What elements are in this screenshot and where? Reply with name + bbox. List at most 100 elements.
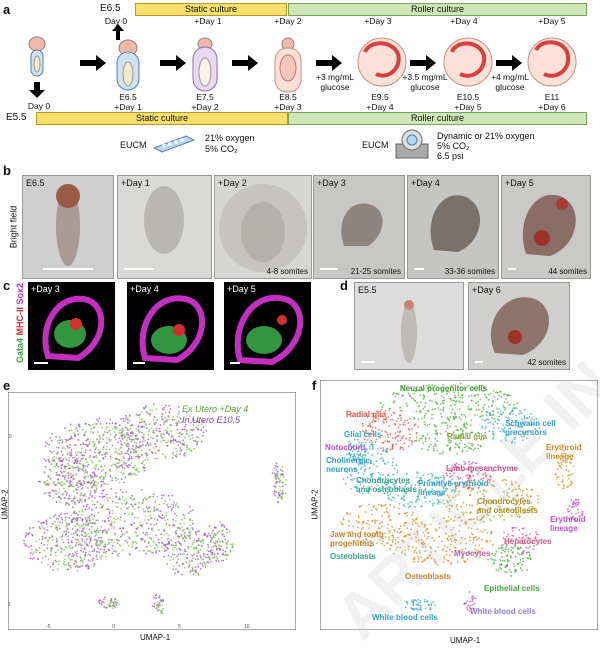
umap-point bbox=[364, 461, 367, 464]
umap-point bbox=[120, 434, 122, 437]
bright-field-side-label: Bright field bbox=[8, 205, 19, 249]
umap-point bbox=[416, 499, 418, 501]
umap-point bbox=[439, 452, 441, 455]
umap-point bbox=[120, 452, 123, 455]
umap-point bbox=[477, 444, 479, 446]
umap-point bbox=[464, 521, 467, 524]
umap-point bbox=[348, 452, 351, 455]
umap-point bbox=[83, 465, 85, 468]
umap-point bbox=[54, 520, 56, 523]
umap-point bbox=[415, 410, 418, 413]
umap-point bbox=[505, 483, 508, 486]
umap-point bbox=[459, 382, 462, 385]
umap-point bbox=[183, 528, 185, 531]
umap-point bbox=[65, 532, 68, 534]
umap-point bbox=[281, 490, 284, 492]
umap-point bbox=[529, 533, 531, 536]
umap-point bbox=[374, 441, 377, 444]
umap-point bbox=[458, 530, 461, 532]
umap-point bbox=[419, 411, 422, 414]
fluorescence-panel: +Day 4 bbox=[127, 282, 214, 370]
umap-point bbox=[108, 497, 111, 499]
umap-point bbox=[177, 413, 180, 415]
umap-point bbox=[384, 410, 387, 412]
umap-point bbox=[417, 555, 419, 558]
umap-point bbox=[161, 609, 164, 612]
umap-point bbox=[495, 501, 498, 503]
umap-point bbox=[498, 415, 501, 418]
umap-point bbox=[76, 430, 79, 432]
umap-point bbox=[482, 418, 484, 421]
umap-point bbox=[58, 441, 61, 444]
umap-point bbox=[64, 427, 66, 429]
umap-point bbox=[489, 507, 492, 510]
umap-point bbox=[164, 417, 167, 419]
umap-point bbox=[555, 473, 557, 476]
umap-point bbox=[574, 519, 577, 521]
umap-e-ylabel: UMAP-2 bbox=[0, 489, 10, 520]
umap-point bbox=[492, 480, 495, 482]
umap-point bbox=[466, 474, 469, 476]
umap-point bbox=[163, 533, 165, 536]
umap-point bbox=[57, 518, 60, 520]
umap-point bbox=[581, 514, 583, 517]
umap-point bbox=[75, 473, 77, 476]
umap-point bbox=[371, 454, 373, 456]
umap-point bbox=[448, 510, 451, 513]
scale-bar bbox=[508, 268, 516, 270]
umap-point bbox=[384, 536, 387, 538]
umap-point bbox=[507, 419, 510, 422]
umap-point bbox=[523, 417, 526, 419]
umap-point bbox=[433, 558, 436, 561]
umap-point bbox=[388, 440, 391, 443]
umap-point bbox=[77, 482, 79, 484]
umap-point bbox=[578, 515, 581, 518]
umap-point bbox=[466, 432, 469, 435]
umap-point bbox=[179, 447, 182, 449]
umap-point bbox=[465, 482, 468, 485]
umap-point bbox=[39, 551, 41, 554]
umap-point bbox=[420, 609, 423, 611]
umap-point bbox=[482, 406, 485, 408]
umap-point bbox=[468, 610, 471, 612]
umap-point bbox=[421, 505, 423, 507]
umap-point bbox=[51, 433, 53, 435]
umap-point bbox=[79, 516, 82, 519]
umap-point bbox=[178, 542, 181, 545]
umap-point bbox=[412, 558, 415, 561]
umap-point bbox=[463, 482, 466, 484]
umap-point bbox=[528, 416, 531, 419]
umap-point bbox=[69, 564, 71, 567]
umap-point bbox=[346, 511, 348, 514]
umap-point bbox=[225, 558, 228, 560]
umap-point bbox=[425, 412, 427, 415]
umap-point bbox=[428, 604, 430, 606]
umap-point bbox=[47, 558, 50, 560]
umap-point bbox=[43, 458, 46, 461]
umap-point bbox=[97, 420, 100, 422]
umap-point bbox=[572, 503, 575, 506]
umap-point bbox=[502, 424, 504, 426]
umap-point bbox=[123, 463, 125, 465]
umap-point bbox=[163, 439, 166, 442]
umap-point bbox=[70, 480, 72, 483]
umap-point bbox=[364, 441, 367, 444]
umap-point bbox=[87, 553, 90, 556]
umap-point bbox=[381, 434, 383, 437]
umap-point bbox=[512, 431, 515, 434]
umap-point bbox=[360, 445, 362, 448]
bright-field-panel: +Day 2 4-8 somites bbox=[214, 175, 312, 279]
umap-point bbox=[94, 529, 96, 532]
umap-point bbox=[363, 465, 366, 468]
umap-point bbox=[419, 600, 422, 602]
umap-point bbox=[472, 387, 475, 390]
umap-point bbox=[118, 461, 121, 464]
umap-point bbox=[386, 511, 389, 514]
umap-point bbox=[384, 483, 387, 486]
umap-point bbox=[30, 548, 33, 551]
umap-point bbox=[114, 451, 116, 454]
umap-point bbox=[88, 541, 91, 544]
umap-point bbox=[513, 565, 516, 568]
umap-point bbox=[199, 568, 202, 570]
umap-point bbox=[445, 553, 448, 556]
